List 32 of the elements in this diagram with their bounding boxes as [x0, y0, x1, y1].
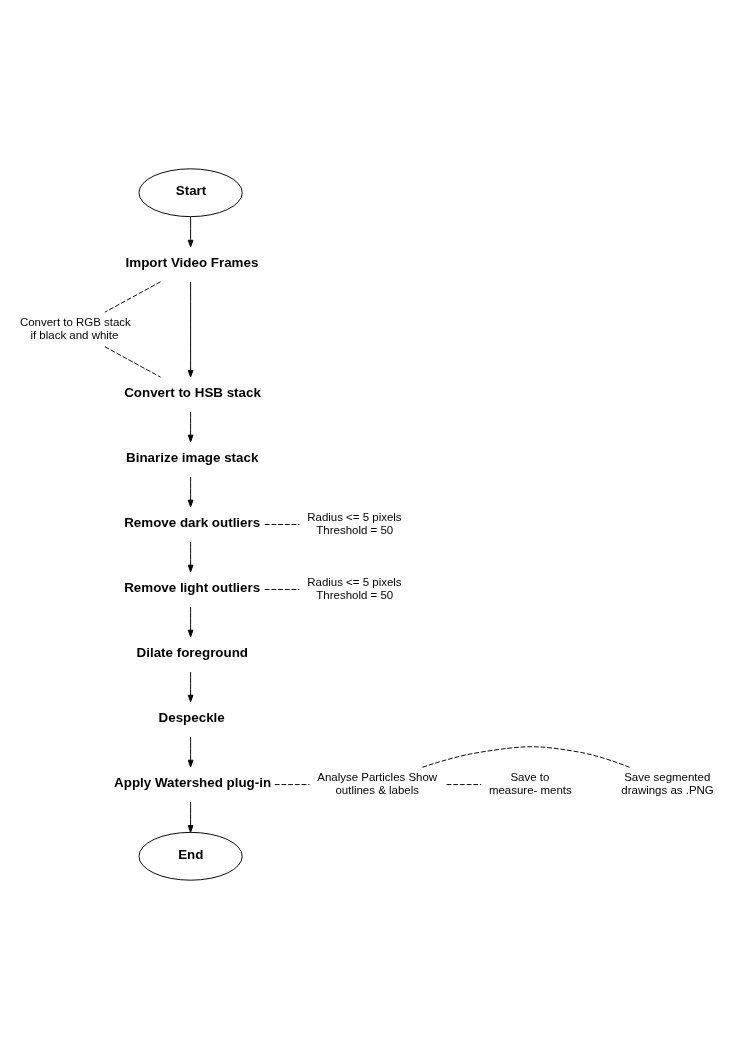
node-text: Apply Watershed plug-in: [114, 775, 272, 791]
node-ellipse: End: [138, 831, 243, 881]
node-text: Radius <= 5 pixels Threshold = 50: [307, 576, 402, 601]
node-text: Remove dark outliers: [124, 515, 261, 531]
node-text: Convert to RGB stack if black and white: [19, 316, 131, 341]
arrow: [187, 411, 194, 443]
arrow: [187, 671, 194, 703]
node-text: Analyse Particles Show outlines & labels: [317, 771, 438, 796]
connector: [422, 746, 631, 768]
connector: [446, 784, 482, 786]
connector: [264, 589, 300, 590]
connector: [274, 784, 310, 786]
node-text: Save to measure- ments: [488, 771, 572, 796]
connector: [264, 524, 300, 525]
node-text: Dilate foreground: [136, 645, 249, 661]
arrow: [187, 541, 194, 573]
connector: [104, 346, 162, 378]
connector: [104, 281, 161, 313]
arrow: [187, 736, 194, 768]
arrow: [187, 281, 194, 378]
node-text: Convert to HSB stack: [124, 385, 261, 401]
arrow: [187, 801, 194, 833]
node-text: Import Video Frames: [125, 255, 259, 271]
arrow: [187, 216, 194, 248]
node-text: Save segmented drawings as .PNG: [621, 771, 714, 796]
arrow: [187, 606, 194, 638]
arrow: [187, 476, 194, 508]
node-ellipse: Start: [138, 168, 243, 218]
node-text: Radius <= 5 pixels Threshold = 50: [307, 511, 402, 536]
node-text: Remove light outliers: [124, 580, 261, 596]
node-text: Despeckle: [158, 710, 225, 726]
node-text: Binarize image stack: [126, 450, 259, 466]
